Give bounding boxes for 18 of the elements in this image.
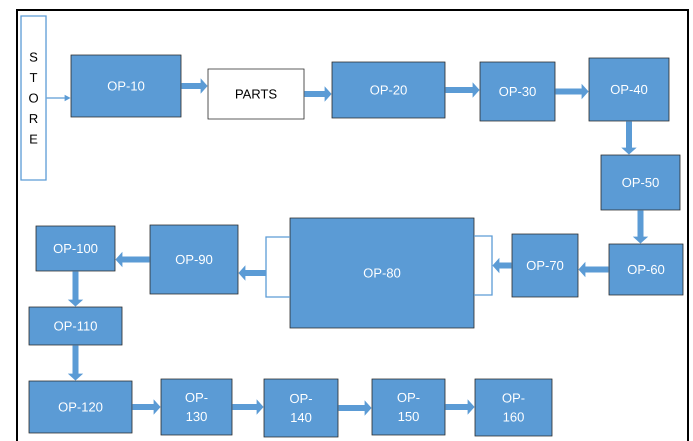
process-box: OP-70 (512, 234, 578, 298)
process-box: OP-20 (332, 62, 446, 118)
parts-box: PARTS (208, 68, 304, 120)
process-box: OP-90 (150, 224, 238, 294)
process-box: OP- 140 (264, 378, 338, 438)
process-box: OP-110 (28, 306, 122, 346)
process-box: OP-80 (265, 218, 493, 328)
process-box: OP- 160 (474, 378, 552, 436)
process-box: OP-40 (588, 58, 670, 122)
process-box: OP- 150 (372, 378, 446, 436)
process-box: OP-120 (28, 380, 132, 434)
store-box: S T O R E (20, 15, 47, 181)
process-box: OP- 130 (160, 378, 232, 436)
process-box: OP-100 (36, 226, 116, 272)
process-box: OP-30 (480, 62, 556, 122)
process-box: OP-60 (608, 244, 684, 296)
process-box: OP-50 (600, 154, 680, 210)
process-box: OP-10 (70, 54, 182, 118)
